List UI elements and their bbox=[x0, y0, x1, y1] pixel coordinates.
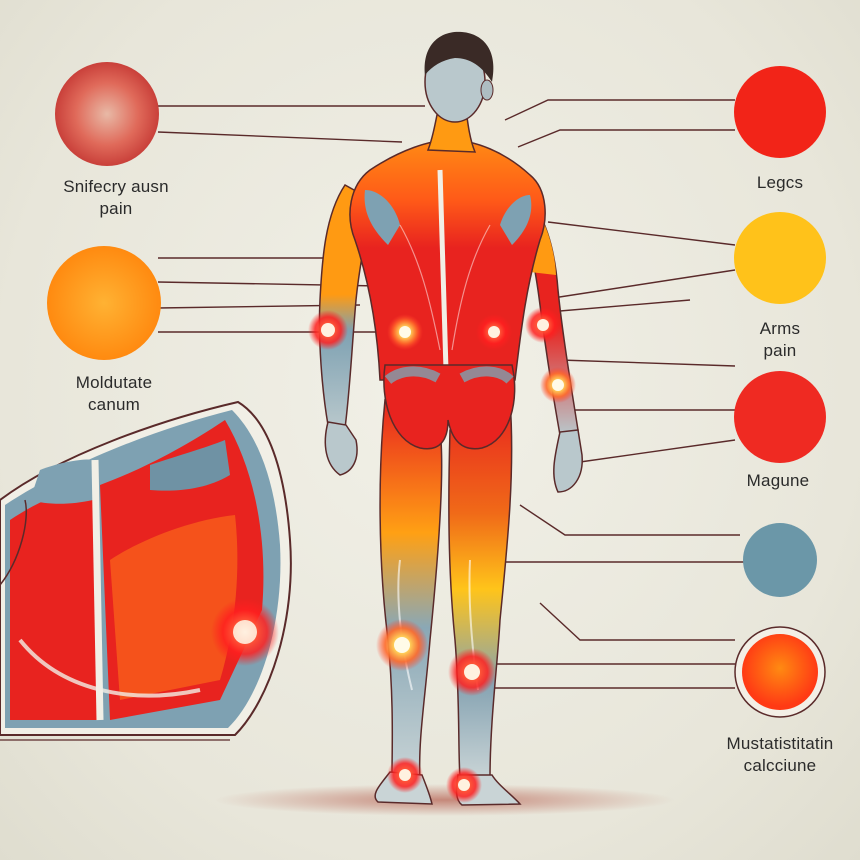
left-leg bbox=[379, 398, 443, 781]
label-right-2-line1: Arms bbox=[759, 319, 801, 338]
swatch-right-4 bbox=[743, 523, 817, 597]
label-right-2: Arms pain bbox=[720, 318, 840, 362]
label-right-3: Magune bbox=[718, 470, 838, 492]
label-left-top-line2: pain bbox=[99, 199, 133, 218]
label-right-6-line1: Mustatistitatin bbox=[726, 734, 834, 753]
swatch-right-2 bbox=[734, 212, 826, 304]
hair bbox=[424, 31, 494, 82]
label-left-top-line1: Snifecry ausn bbox=[63, 177, 169, 196]
label-right-3-line1: Magune bbox=[746, 471, 810, 490]
label-left-mid: Moldutate canum bbox=[44, 372, 184, 416]
glutes bbox=[383, 364, 516, 450]
leader-lines bbox=[157, 99, 755, 689]
swatch-left-mid bbox=[47, 246, 161, 360]
label-right-6: Mustatistitatin calcciune bbox=[700, 733, 860, 777]
swatch-right-5 bbox=[742, 634, 818, 710]
label-left-mid-line2: canum bbox=[87, 395, 141, 414]
swatch-right-3 bbox=[734, 371, 826, 463]
label-right-1-line1: Legcs bbox=[756, 173, 804, 192]
swatch-right-1 bbox=[734, 66, 826, 158]
right-hand bbox=[553, 429, 583, 493]
left-hand bbox=[324, 421, 358, 476]
label-right-6-line2: calcciune bbox=[743, 756, 817, 775]
label-right-2-line2: pain bbox=[763, 341, 797, 360]
floor-shadow bbox=[215, 784, 675, 816]
pain-markers bbox=[308, 307, 576, 803]
human-figure-back-view bbox=[308, 31, 583, 806]
label-right-1: Legcs bbox=[720, 172, 840, 194]
label-left-mid-line1: Moldutate bbox=[75, 373, 153, 392]
inset-back-closeup bbox=[0, 400, 292, 741]
ear-icon bbox=[480, 79, 494, 101]
label-left-top: Snifecry ausn pain bbox=[46, 176, 186, 220]
swatch-left-top bbox=[55, 62, 159, 166]
right-leg bbox=[448, 398, 513, 779]
